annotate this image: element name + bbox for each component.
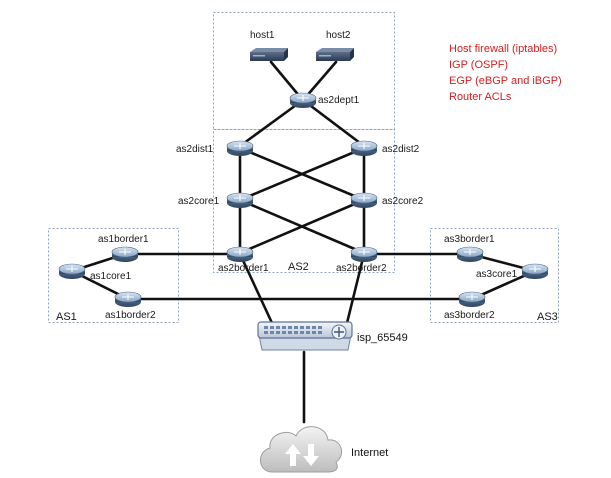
router-as1border1[interactable]: as1border1 [98, 234, 149, 263]
router-icon [350, 246, 378, 263]
router-as2dist2[interactable]: as2dist2 [350, 140, 420, 157]
note-egp: EGP (eBGP and iBGP) [449, 75, 562, 87]
router-icon [289, 92, 317, 109]
server-icon [250, 48, 288, 61]
as2-dept-zone [213, 12, 395, 130]
router-label: as2dist1 [176, 144, 214, 155]
router-icon [350, 140, 378, 157]
router-icon [521, 263, 549, 280]
router-label: as2border2 [336, 263, 387, 274]
host1-node[interactable]: host1 [250, 30, 288, 61]
link-as2border1-isp [238, 252, 274, 325]
router-icon [458, 291, 486, 308]
router-icon [58, 263, 86, 280]
router-label: as3border1 [444, 234, 495, 245]
isp-label: isp_65549 [357, 332, 408, 344]
link-as2dept1-as2dist2 [301, 98, 366, 148]
router-icon [114, 291, 142, 308]
router-label: as2dept1 [318, 95, 360, 106]
as1-label: AS1 [56, 311, 77, 323]
link-host1-as2dept1 [269, 60, 303, 100]
router-label: as3core1 [476, 269, 518, 280]
as3-zone [430, 228, 559, 323]
router-as2dist1[interactable]: as2dist1 [176, 140, 254, 157]
router-as2dept1[interactable]: as2dept1 [289, 92, 360, 109]
router-label: as2border1 [218, 263, 269, 274]
router-icon [226, 140, 254, 157]
as2-zone [213, 129, 395, 273]
router-as3core1[interactable]: as3core1 [476, 263, 549, 280]
router-as1core1[interactable]: as1core1 [58, 263, 132, 282]
host2-node[interactable]: host2 [316, 30, 354, 61]
router-icon [350, 192, 378, 209]
host2-label: host2 [326, 30, 351, 41]
router-label: as2dist2 [382, 144, 420, 155]
router-icon [226, 192, 254, 209]
links [70, 60, 537, 424]
as1-zone [48, 228, 179, 323]
link-as2border2-isp [345, 252, 366, 325]
isp-switch-node[interactable]: isp_65549 [257, 321, 408, 351]
router-as2border1[interactable]: as2border1 [218, 246, 269, 274]
router-as2core1[interactable]: as2core1 [178, 192, 254, 209]
link-host2-as2dept1 [303, 60, 338, 100]
link-as2dept1-as2dist1 [238, 98, 305, 148]
as2-label: AS2 [288, 261, 309, 273]
cloud-icon [260, 426, 343, 473]
host1-label: host1 [250, 30, 275, 41]
note-host-firewall: Host firewall (iptables) [449, 43, 557, 55]
router-label: as2core1 [178, 196, 220, 207]
router-label: as2core2 [382, 196, 424, 207]
router-icon [226, 246, 254, 263]
router-label: as3border2 [444, 310, 495, 321]
router-label: as1border1 [98, 234, 149, 245]
router-label: as1border2 [105, 310, 156, 321]
router-as1border2[interactable]: as1border2 [105, 291, 156, 321]
router-icon [111, 246, 139, 263]
internet-label: Internet [351, 447, 388, 459]
switch-icon [257, 321, 353, 351]
router-as3border1[interactable]: as3border1 [444, 234, 495, 263]
link-as2core2-as2border1 [238, 198, 366, 255]
internet-node[interactable]: Internet [260, 426, 388, 473]
router-as2core2[interactable]: as2core2 [350, 192, 424, 209]
link-as2dist2-as2core1 [238, 146, 366, 202]
server-icon [316, 48, 354, 61]
router-label: as1core1 [90, 271, 132, 282]
notes-block: Host firewall (iptables) IGP (OSPF) EGP … [449, 43, 562, 103]
note-igp: IGP (OSPF) [449, 59, 508, 71]
router-as2border2[interactable]: as2border2 [336, 246, 387, 274]
router-icon [456, 246, 484, 263]
note-router-acls: Router ACLs [449, 91, 512, 103]
as3-label: AS3 [537, 311, 558, 323]
router-as3border2[interactable]: as3border2 [444, 291, 495, 321]
